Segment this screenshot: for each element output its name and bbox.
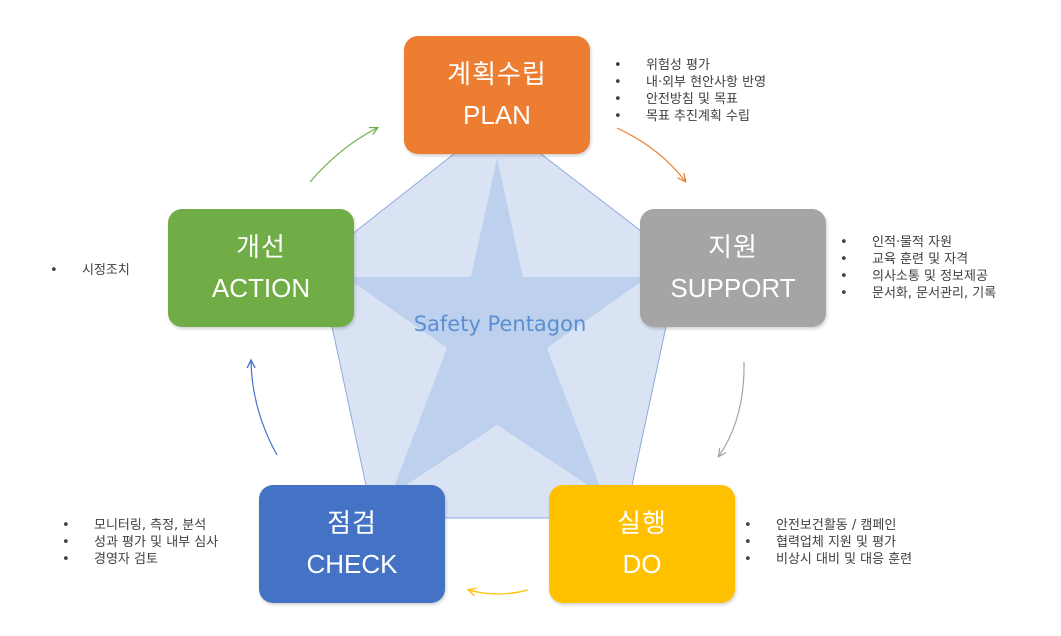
- list-item-text: 교육 훈련 및 자격: [872, 252, 969, 267]
- list-item: • 비상시 대비 및 대응 훈련: [744, 551, 912, 568]
- bullet-dot: •: [62, 535, 70, 550]
- star-shape: [346, 158, 648, 495]
- bullet-dot: •: [614, 75, 622, 90]
- plan-box: 계획수립 PLAN: [404, 36, 590, 154]
- check-bullet-list: • 모니터링, 측정, 분석 • 성과 평가 및 내부 심사 • 경영자 검토: [62, 517, 218, 568]
- bullet-dot: •: [840, 286, 848, 301]
- list-item-text: 목표 추진계획 수립: [646, 109, 750, 124]
- check-subtitle: CHECK: [306, 549, 398, 579]
- list-item: • 인적·물적 자원: [840, 234, 996, 251]
- list-item: • 협력업체 지원 및 평가: [744, 534, 912, 551]
- bullet-dot: •: [62, 552, 70, 567]
- check-box: 점검 CHECK: [259, 485, 445, 603]
- support-box: 지원 SUPPORT: [640, 209, 826, 327]
- plan-subtitle: PLAN: [463, 100, 531, 130]
- list-item-text: 경영자 검토: [94, 552, 158, 567]
- arrow-check-to-action: [251, 361, 278, 456]
- bullet-dot: •: [744, 518, 752, 533]
- list-item: • 안전보건활동 / 캠페인: [744, 517, 912, 534]
- bullet-dot: •: [614, 58, 622, 73]
- list-item: • 안전방침 및 목표: [614, 91, 766, 108]
- list-item: • 시정조치: [50, 262, 130, 279]
- plan-title: 계획수립: [447, 60, 547, 90]
- list-item-text: 성과 평가 및 내부 심사: [94, 535, 219, 550]
- list-item-text: 안전보건활동 / 캠페인: [776, 518, 897, 533]
- list-item: • 내·외부 현안사항 반영: [614, 74, 766, 91]
- list-item: • 목표 추진계획 수립: [614, 108, 766, 125]
- do-title: 실행: [617, 509, 667, 539]
- list-item: • 성과 평가 및 내부 심사: [62, 534, 218, 551]
- bullet-dot: •: [840, 252, 848, 267]
- list-item-text: 안전방침 및 목표: [646, 92, 738, 107]
- support-bullet-list: • 인적·물적 자원 • 교육 훈련 및 자격 • 의사소통 및 정보제공 • 문서화,…: [840, 234, 996, 302]
- center-label: Safety Pentagon: [413, 312, 587, 336]
- bullet-dot: •: [614, 92, 622, 107]
- do-subtitle: DO: [622, 549, 662, 579]
- arrow-do-to-check: [469, 590, 529, 594]
- arrow-action-to-plan: [309, 128, 377, 183]
- bullet-dot: •: [744, 552, 752, 567]
- list-item: • 경영자 검토: [62, 551, 218, 568]
- list-item-text: 비상시 대비 및 대응 훈련: [776, 552, 913, 567]
- list-item: • 의사소통 및 정보제공: [840, 268, 996, 285]
- action-box: 개선 ACTION: [168, 209, 354, 327]
- support-subtitle: SUPPORT: [670, 273, 796, 303]
- bullet-dot: •: [614, 109, 622, 124]
- support-title: 지원: [708, 233, 758, 263]
- bullet-dot: •: [744, 535, 752, 550]
- bullet-dot: •: [840, 235, 848, 250]
- list-item: • 위험성 평가: [614, 57, 766, 74]
- arrow-plan-to-support: [616, 127, 685, 181]
- bullet-dot: •: [62, 518, 70, 533]
- list-item-text: 의사소통 및 정보제공: [872, 269, 988, 284]
- list-item-text: 내·외부 현안사항 반영: [646, 75, 767, 90]
- list-item-text: 문서화, 문서관리, 기록: [872, 286, 997, 301]
- action-subtitle: ACTION: [211, 273, 311, 303]
- plan-bullet-list: • 위험성 평가 • 내·외부 현안사항 반영 • 안전방침 및 목표 • 목표 추진계…: [614, 57, 766, 125]
- bullet-dot: •: [50, 263, 58, 278]
- list-item-text: 인적·물적 자원: [872, 235, 953, 250]
- check-title: 점검: [327, 509, 377, 539]
- action-bullet-list: • 시정조치: [50, 262, 130, 279]
- arrow-support-to-do: [719, 361, 745, 456]
- list-item: • 교육 훈련 및 자격: [840, 251, 996, 268]
- do-box: 실행 DO: [549, 485, 735, 603]
- list-item-text: 모니터링, 측정, 분석: [94, 518, 207, 533]
- list-item-text: 위험성 평가: [646, 58, 710, 73]
- do-bullet-list: • 안전보건활동 / 캠페인 • 협력업체 지원 및 평가 • 비상시 대비 및 대응…: [744, 517, 912, 568]
- list-item: • 모니터링, 측정, 분석: [62, 517, 218, 534]
- bullet-dot: •: [840, 269, 848, 284]
- list-item: • 문서화, 문서관리, 기록: [840, 285, 996, 302]
- list-item-text: 협력업체 지원 및 평가: [776, 535, 897, 550]
- list-item-text: 시정조치: [82, 263, 130, 278]
- action-title: 개선: [236, 233, 286, 263]
